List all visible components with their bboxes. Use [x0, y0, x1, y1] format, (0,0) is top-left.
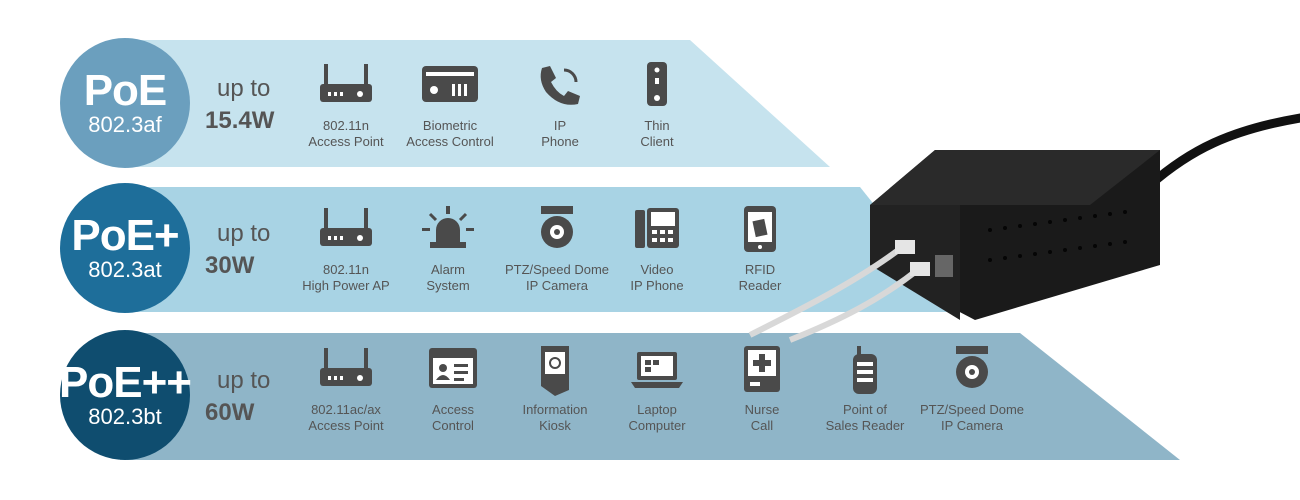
device-label-line2: Sales Reader	[825, 418, 905, 433]
router-icon	[320, 64, 372, 102]
device-label-line1: Video	[640, 262, 674, 277]
device-item: RFID Reader	[700, 206, 820, 294]
device-label-line2: High Power AP	[302, 278, 390, 293]
tier-band-poe-plus-plus	[120, 333, 1180, 460]
device-label-line1: Thin	[644, 118, 670, 133]
dome-camera-icon	[956, 346, 988, 388]
device-item: PTZ/Speed Dome IP Camera	[912, 346, 1032, 434]
device-item: 802.11n High Power AP	[286, 206, 406, 294]
power-budget: up to 60W	[205, 366, 270, 430]
router-icon	[320, 208, 372, 246]
rfid-reader-icon	[744, 206, 776, 252]
rj45-plug	[910, 262, 930, 276]
access-card-icon	[429, 348, 477, 388]
device-item: 802.11ac/ax Access Point	[286, 346, 406, 434]
device-item: Thin Client	[597, 62, 717, 150]
device-label-line1: PTZ/Speed Dome	[919, 402, 1025, 417]
device-label-line2: IP Camera	[526, 278, 588, 293]
device-item: 802.11n Access Point	[286, 62, 406, 150]
device-item: IP Phone	[500, 62, 620, 150]
biometric-icon	[422, 66, 478, 102]
device-label-line2: Call	[750, 418, 774, 433]
rj45-plug	[895, 240, 915, 254]
device-label-line2: IP Camera	[941, 418, 1003, 433]
device-item: Point of Sales Reader	[805, 346, 925, 434]
tier-badge: PoE++ 802.3bt	[59, 330, 192, 460]
wattage: 60W	[205, 399, 255, 426]
device-item: Alarm System	[388, 206, 508, 294]
tier-badge: PoE+ 802.3at	[60, 183, 190, 313]
power-cord	[1145, 113, 1300, 190]
ethernet-cables	[748, 242, 922, 343]
device-label-line1: Biometric	[422, 118, 478, 133]
device-label-line2: Phone	[541, 134, 579, 149]
standard-name: PoE++	[59, 358, 192, 407]
device-label-line2: System	[426, 278, 470, 293]
device-label-line2: Computer	[628, 418, 686, 433]
kiosk-icon	[541, 346, 569, 396]
device-item: Laptop Computer	[597, 346, 717, 434]
device-label-line2: IP Phone	[630, 278, 684, 293]
device-label-line1: PTZ/Speed Dome	[504, 262, 610, 277]
device-label-line1: Point of	[842, 402, 888, 417]
device-item: Access Control	[393, 346, 513, 434]
device-item: Nurse Call	[702, 346, 822, 434]
standard-name: PoE	[83, 66, 168, 115]
device-item: Biometric Access Control	[390, 62, 510, 150]
dome-camera-icon	[541, 206, 573, 248]
device-label-line1: Information	[522, 402, 588, 417]
pos-reader-icon	[853, 346, 877, 394]
wattage: 30W	[205, 252, 255, 279]
device-label-line2: Kiosk	[539, 418, 571, 433]
up-to-label: up to	[217, 75, 271, 102]
device-item: Information Kiosk	[495, 346, 615, 434]
power-budget: up to 15.4W	[205, 74, 274, 138]
thin-client-icon	[647, 62, 667, 106]
wattage: 15.4W	[205, 107, 275, 134]
device-label-line2: Control	[432, 418, 474, 433]
standard-name: PoE+	[71, 211, 179, 260]
device-label-line1: Laptop	[637, 402, 677, 417]
device-label-line2: Access Point	[308, 418, 384, 433]
ieee-standard: 802.3bt	[88, 404, 162, 429]
video-phone-icon	[635, 208, 679, 248]
device-item: PTZ/Speed Dome IP Camera	[497, 206, 617, 294]
alarm-icon	[422, 206, 474, 248]
device-label-line1: Nurse	[744, 402, 780, 417]
phone-icon	[540, 66, 580, 105]
up-to-label: up to	[217, 367, 271, 394]
ieee-standard: 802.3at	[88, 257, 162, 282]
power-budget: up to 30W	[205, 219, 270, 283]
device-label-line2: Client	[640, 134, 674, 149]
device-label-line1: Alarm	[431, 262, 465, 277]
device-label-line1: 802.11ac/ax	[311, 402, 381, 417]
laptop-icon	[631, 352, 683, 388]
router-icon	[320, 348, 372, 386]
device-label-line1: 802.11n	[322, 262, 370, 277]
device-label-line1: IP	[553, 118, 567, 133]
device-label-line2: Reader	[738, 278, 782, 293]
up-to-label: up to	[217, 220, 271, 247]
device-item: Video IP Phone	[597, 206, 717, 294]
device-label-line2: Access Control	[406, 134, 494, 149]
ieee-standard: 802.3af	[88, 112, 162, 137]
device-label-line1: RFID	[744, 262, 776, 277]
poe-injector-device	[870, 150, 1160, 320]
nurse-call-icon	[744, 346, 780, 392]
device-label-line1: 802.11n	[322, 118, 370, 133]
device-label-line1: Access	[432, 402, 474, 417]
device-label-line2: Access Point	[308, 134, 384, 149]
tier-badge: PoE 802.3af	[60, 38, 190, 168]
